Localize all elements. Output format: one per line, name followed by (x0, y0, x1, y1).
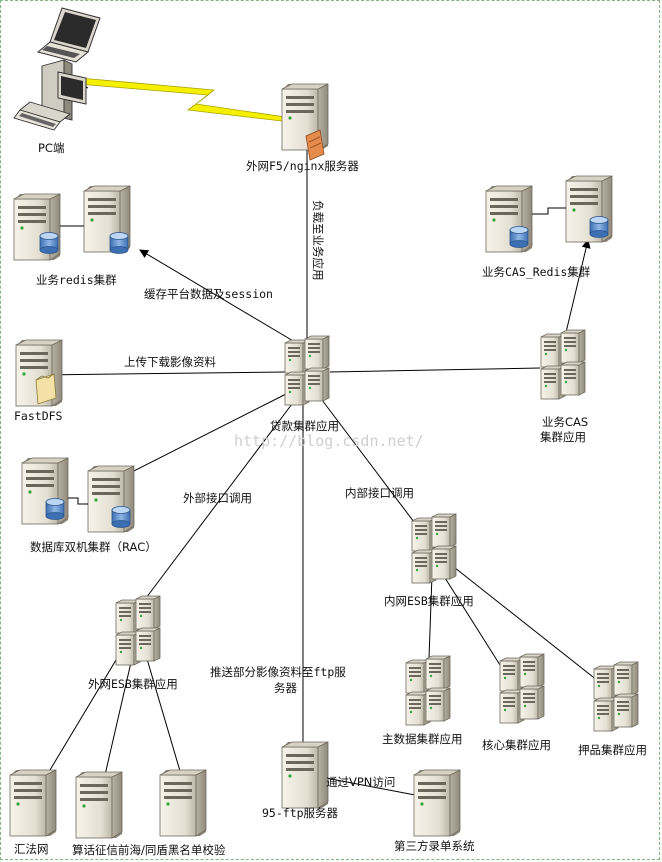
cas-redis-node: 业务CAS_Redis集群 (482, 175, 613, 279)
core-node: 核心集群应用 (482, 654, 551, 752)
server-cluster-icon (594, 662, 638, 731)
edge-loan-cas (329, 367, 541, 373)
ftp-node: 95-ftp服务器 (262, 741, 339, 820)
esb-external-node: 外网ESB集群应用 (88, 596, 178, 691)
db-label: 数据库双机集群（RAC） (30, 540, 157, 554)
court-node: 汇法网 (9, 769, 57, 856)
server-cluster-icon (412, 514, 456, 583)
folder-icon (35, 373, 57, 405)
edge-loan-fastdfs (39, 370, 286, 380)
master-data-node: 主数据集群应用 (382, 656, 463, 746)
master-label: 主数据集群应用 (382, 732, 463, 746)
court-label: 汇法网 (14, 842, 49, 856)
cas-cluster-node: 业务CAS 集群应用 (540, 330, 588, 444)
server-cluster-icon (500, 654, 544, 723)
db-rac-node: 数据库双机集群（RAC） (21, 457, 157, 554)
database-icon (509, 226, 529, 248)
credit-node: 算话征信前海/同盾黑名单校验 (72, 769, 226, 857)
pc-node: PC端 (13, 7, 101, 155)
server-icon (75, 771, 123, 839)
loan-cluster-node: 贷款集群应用 (270, 336, 339, 433)
edge-loan-db (111, 391, 291, 483)
edge-loan-redis (139, 249, 301, 346)
edge-loan-esbin (321, 399, 421, 531)
esb-internal-label: 内网ESB集群应用 (384, 594, 474, 608)
edge-esbout-credit1 (99, 644, 136, 789)
redis-label: 业务redis集群 (36, 273, 117, 287)
server-icon (9, 769, 57, 837)
pledge-label: 押品集群应用 (578, 743, 647, 757)
edge-label-cache: 缓存平台数据及session (144, 287, 273, 301)
fastdfs-label: FastDFS (14, 409, 63, 423)
nginx-label: 外网F5/nginx服务器 (246, 159, 359, 173)
server-cluster-icon (285, 336, 329, 405)
cas-redis-label: 业务CAS_Redis集群 (482, 265, 591, 279)
third-party-label: 第三方录单系统 (394, 839, 475, 853)
edge-ftp-third (325, 777, 416, 796)
credit-label: 算话征信前海/同盾黑名单校验 (72, 843, 226, 857)
database-icon (589, 216, 609, 238)
server-cluster-icon (541, 330, 585, 399)
cas-label-1: 业务CAS (542, 415, 588, 429)
network-bolt (77, 77, 293, 123)
third-party-node: 第三方录单系统 (394, 769, 475, 853)
ftp-label: 95-ftp服务器 (262, 806, 339, 820)
edge-label-load: 负载至业务应用 (311, 200, 325, 281)
edge-label-vpn: 通过VPN访问 (326, 775, 395, 789)
server-icon (281, 741, 329, 809)
database-icon (109, 232, 129, 254)
edge-loan-esbout (139, 399, 296, 607)
core-label: 核心集群应用 (482, 738, 551, 752)
watermark: http://blog.csdn.net/ (234, 432, 424, 450)
esb-external-label: 外网ESB集群应用 (88, 677, 178, 691)
desktop-pc-icon (13, 59, 87, 131)
edge-esbout-court (37, 639, 129, 791)
cas-label-2: 集群应用 (540, 430, 586, 444)
server-icon (159, 769, 207, 837)
edge-esbout-credit2 (141, 641, 188, 789)
database-icon (45, 498, 65, 520)
redis-node: 业务redis集群 (13, 185, 131, 287)
pledge-node: 押品集群应用 (578, 662, 647, 757)
edge-label-push-2: 务器 (274, 681, 297, 695)
nginx-node: 外网F5/nginx服务器 (246, 83, 359, 173)
server-icon (413, 769, 461, 837)
edge-label-internal: 内部接口调用 (345, 486, 414, 500)
pc-label: PC端 (38, 141, 64, 155)
edge-label-upload: 上传下载影像资料 (124, 355, 216, 369)
server-cluster-icon (406, 656, 450, 725)
edge-label-push-1: 推送部分影像资料至ftp服 (210, 665, 346, 679)
nginx-badge-icon (305, 129, 325, 161)
edge-label-external: 外部接口调用 (183, 491, 252, 505)
edge-esbin-pledge (444, 559, 613, 693)
esb-internal-node: 内网ESB集群应用 (384, 514, 474, 608)
laptop-icon (36, 7, 101, 63)
edge-cas-casredis (562, 239, 591, 346)
fastdfs-node: FastDFS (14, 339, 63, 423)
server-cluster-icon (116, 596, 160, 665)
loan-label: 贷款集群应用 (270, 419, 339, 433)
database-icon (39, 232, 59, 254)
database-icon (111, 506, 131, 528)
